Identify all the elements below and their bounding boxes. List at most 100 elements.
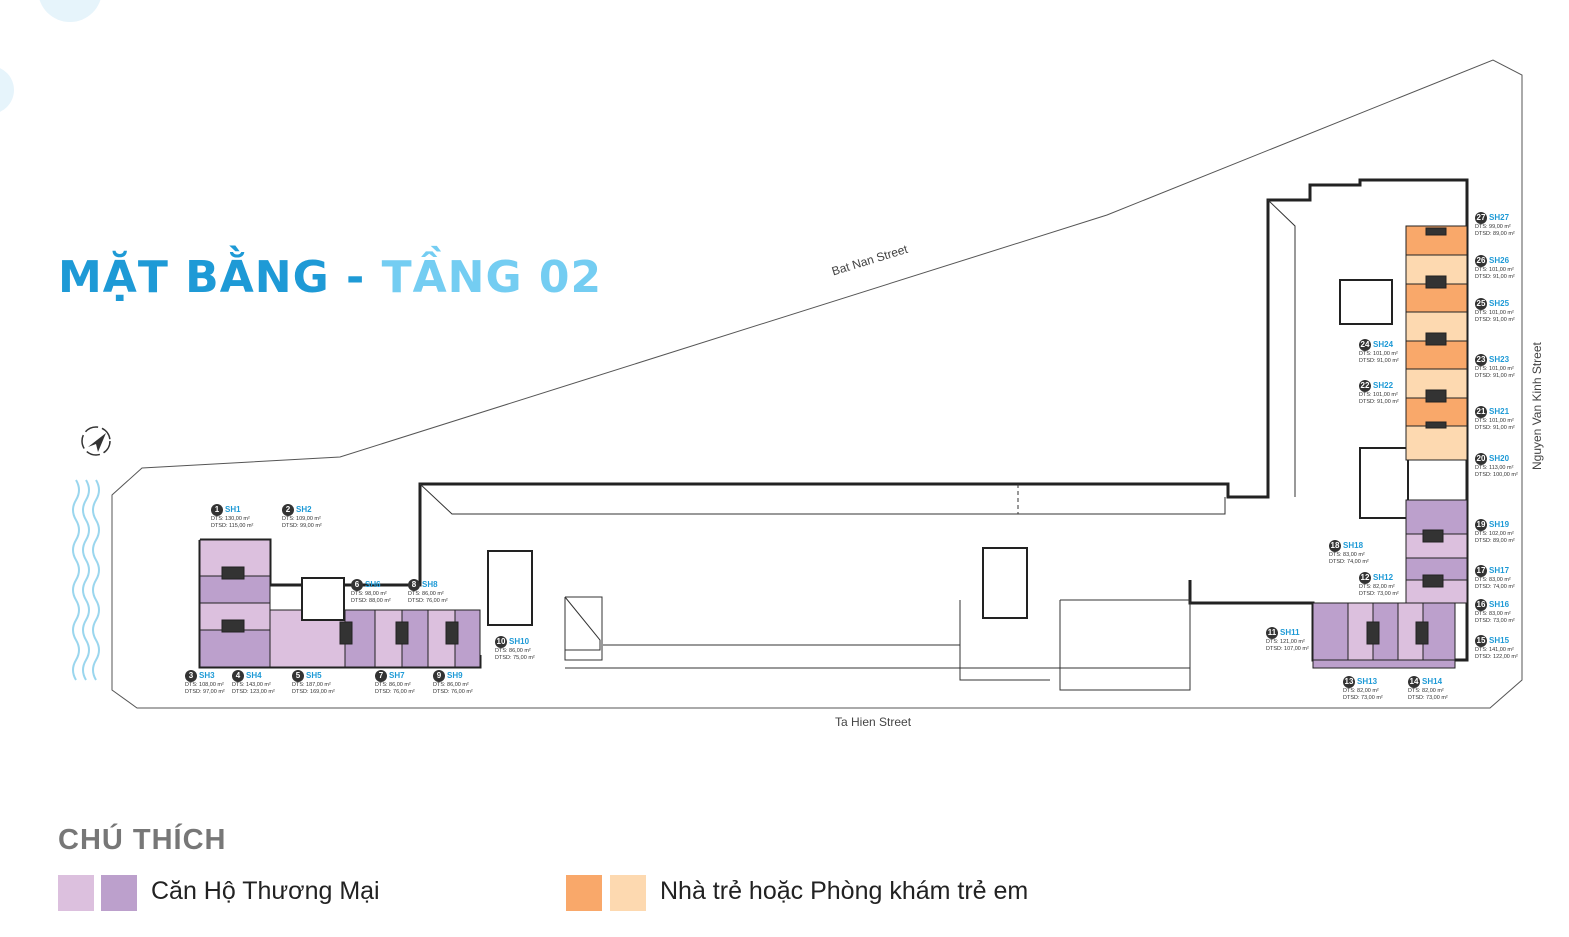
unit-dts: DTS: 82,00 m²: [1343, 688, 1379, 694]
unit-number-badge: 10: [495, 636, 507, 648]
street-label-south: Ta Hien Street: [835, 715, 912, 729]
unit-dts: DTS: 101,00 m²: [1359, 392, 1398, 398]
unit-number-badge: 25: [1475, 298, 1487, 310]
unit-number-badge: 14: [1408, 676, 1420, 688]
unit-dts: DTS: 143,00 m²: [232, 682, 271, 688]
title-part2: TẦNG 02: [381, 252, 603, 303]
unit-dts: DTS: 86,00 m²: [433, 682, 469, 688]
unit-name: SH14: [1422, 676, 1443, 686]
legend-swatch-light-purple: [58, 875, 94, 911]
decor-circle: [39, 0, 101, 22]
unit-name: SH2: [296, 504, 312, 514]
unit-name: SH27: [1489, 212, 1510, 222]
unit-number-badge: 24: [1359, 339, 1371, 351]
unit-dtsd: DTSD: 89,00 m²: [1475, 537, 1515, 544]
unit-dtsd: DTSD: 97,00 m²: [185, 688, 225, 695]
unit-number-badge: 3: [185, 670, 197, 682]
unit-name: SH6: [365, 579, 381, 589]
unit-number-badge: 8: [408, 579, 420, 591]
unit-dts: DTS: 113,00 m²: [1475, 465, 1514, 471]
unit-dts: DTS: 83,00 m²: [1329, 552, 1365, 558]
kindergarten-units: [1405, 225, 1468, 461]
unit-name: SH19: [1489, 519, 1510, 529]
unit-dts: DTS: 101,00 m²: [1359, 351, 1398, 357]
unit-name: SH10: [509, 636, 530, 646]
unit-number-badge: 2: [282, 504, 294, 516]
unit-dts: DTS: 98,00 m²: [351, 591, 387, 597]
unit-dtsd: DTSD: 76,00 m²: [433, 688, 473, 695]
unit-number-badge: 1: [211, 504, 223, 516]
legend-label-commercial: Căn Hộ Thương Mại: [151, 877, 380, 905]
unit-name: SH18: [1343, 540, 1364, 550]
unit-name: SH12: [1373, 572, 1394, 582]
unit-number-badge: 6: [351, 579, 363, 591]
unit-dts: DTS: 102,00 m²: [1475, 531, 1514, 537]
unit-name: SH20: [1489, 453, 1510, 463]
unit-name: SH1: [225, 504, 241, 514]
decor-circle: [0, 68, 14, 112]
unit-dtsd: DTSD: 73,00 m²: [1408, 694, 1448, 701]
unit-number-badge: 4: [232, 670, 244, 682]
unit-dtsd: DTSD: 88,00 m²: [351, 597, 391, 604]
unit-dts: DTS: 82,00 m²: [1408, 688, 1444, 694]
unit-number-badge: 12: [1359, 572, 1371, 584]
unit-number-badge: 26: [1475, 255, 1487, 267]
street-label-east: Nguyen Van Kinh Street: [1530, 342, 1544, 470]
unit-name: SH26: [1489, 255, 1510, 265]
corridor-lines: [419, 199, 1296, 691]
unit-number-badge: 15: [1475, 635, 1487, 647]
unit-dtsd: DTSD: 73,00 m²: [1475, 617, 1515, 624]
site-boundary: [111, 59, 1523, 709]
unit-name: SH22: [1373, 380, 1394, 390]
unit-dts: DTS: 82,00 m²: [1359, 584, 1395, 590]
unit-number-badge: 21: [1475, 406, 1487, 418]
unit-dts: DTS: 108,00 m²: [185, 682, 224, 688]
unit-number-badge: 16: [1475, 599, 1487, 611]
legend-swatch-light-orange: [610, 875, 646, 911]
unit-dtsd: DTSD: 100,00 m²: [1475, 471, 1518, 478]
unit-number-badge: 19: [1475, 519, 1487, 531]
unit-dtsd: DTSD: 169,00 m²: [292, 688, 335, 695]
unit-name: SH17: [1489, 565, 1510, 575]
unit-name: SH21: [1489, 406, 1510, 416]
unit-name: SH16: [1489, 599, 1510, 609]
unit-dts: DTS: 141,00 m²: [1475, 647, 1514, 653]
unit-name: SH11: [1280, 627, 1300, 637]
unit-dts: DTS: 83,00 m²: [1475, 577, 1511, 583]
unit-name: SH9: [447, 670, 463, 680]
legend-label-kindergarten: Nhà trẻ hoặc Phòng khám trẻ em: [660, 877, 1029, 905]
unit-number-badge: 23: [1475, 354, 1487, 366]
unit-dtsd: DTSD: 122,00 m²: [1475, 653, 1518, 660]
title-part1: MẶT BẰNG -: [58, 252, 382, 303]
unit-dts: DTS: 101,00 m²: [1475, 310, 1514, 316]
unit-dts: DTS: 101,00 m²: [1475, 366, 1514, 372]
unit-number-badge: 20: [1475, 453, 1487, 465]
water-waves: [72, 479, 100, 681]
stair-elevator-cores: [301, 279, 1409, 626]
unit-dts: DTS: 101,00 m²: [1475, 418, 1514, 424]
unit-number-badge: 22: [1359, 380, 1371, 392]
unit-name: SH25: [1489, 298, 1510, 308]
unit-number-badge: 18: [1329, 540, 1341, 552]
unit-name: SH7: [389, 670, 405, 680]
unit-number-badge: 13: [1343, 676, 1355, 688]
